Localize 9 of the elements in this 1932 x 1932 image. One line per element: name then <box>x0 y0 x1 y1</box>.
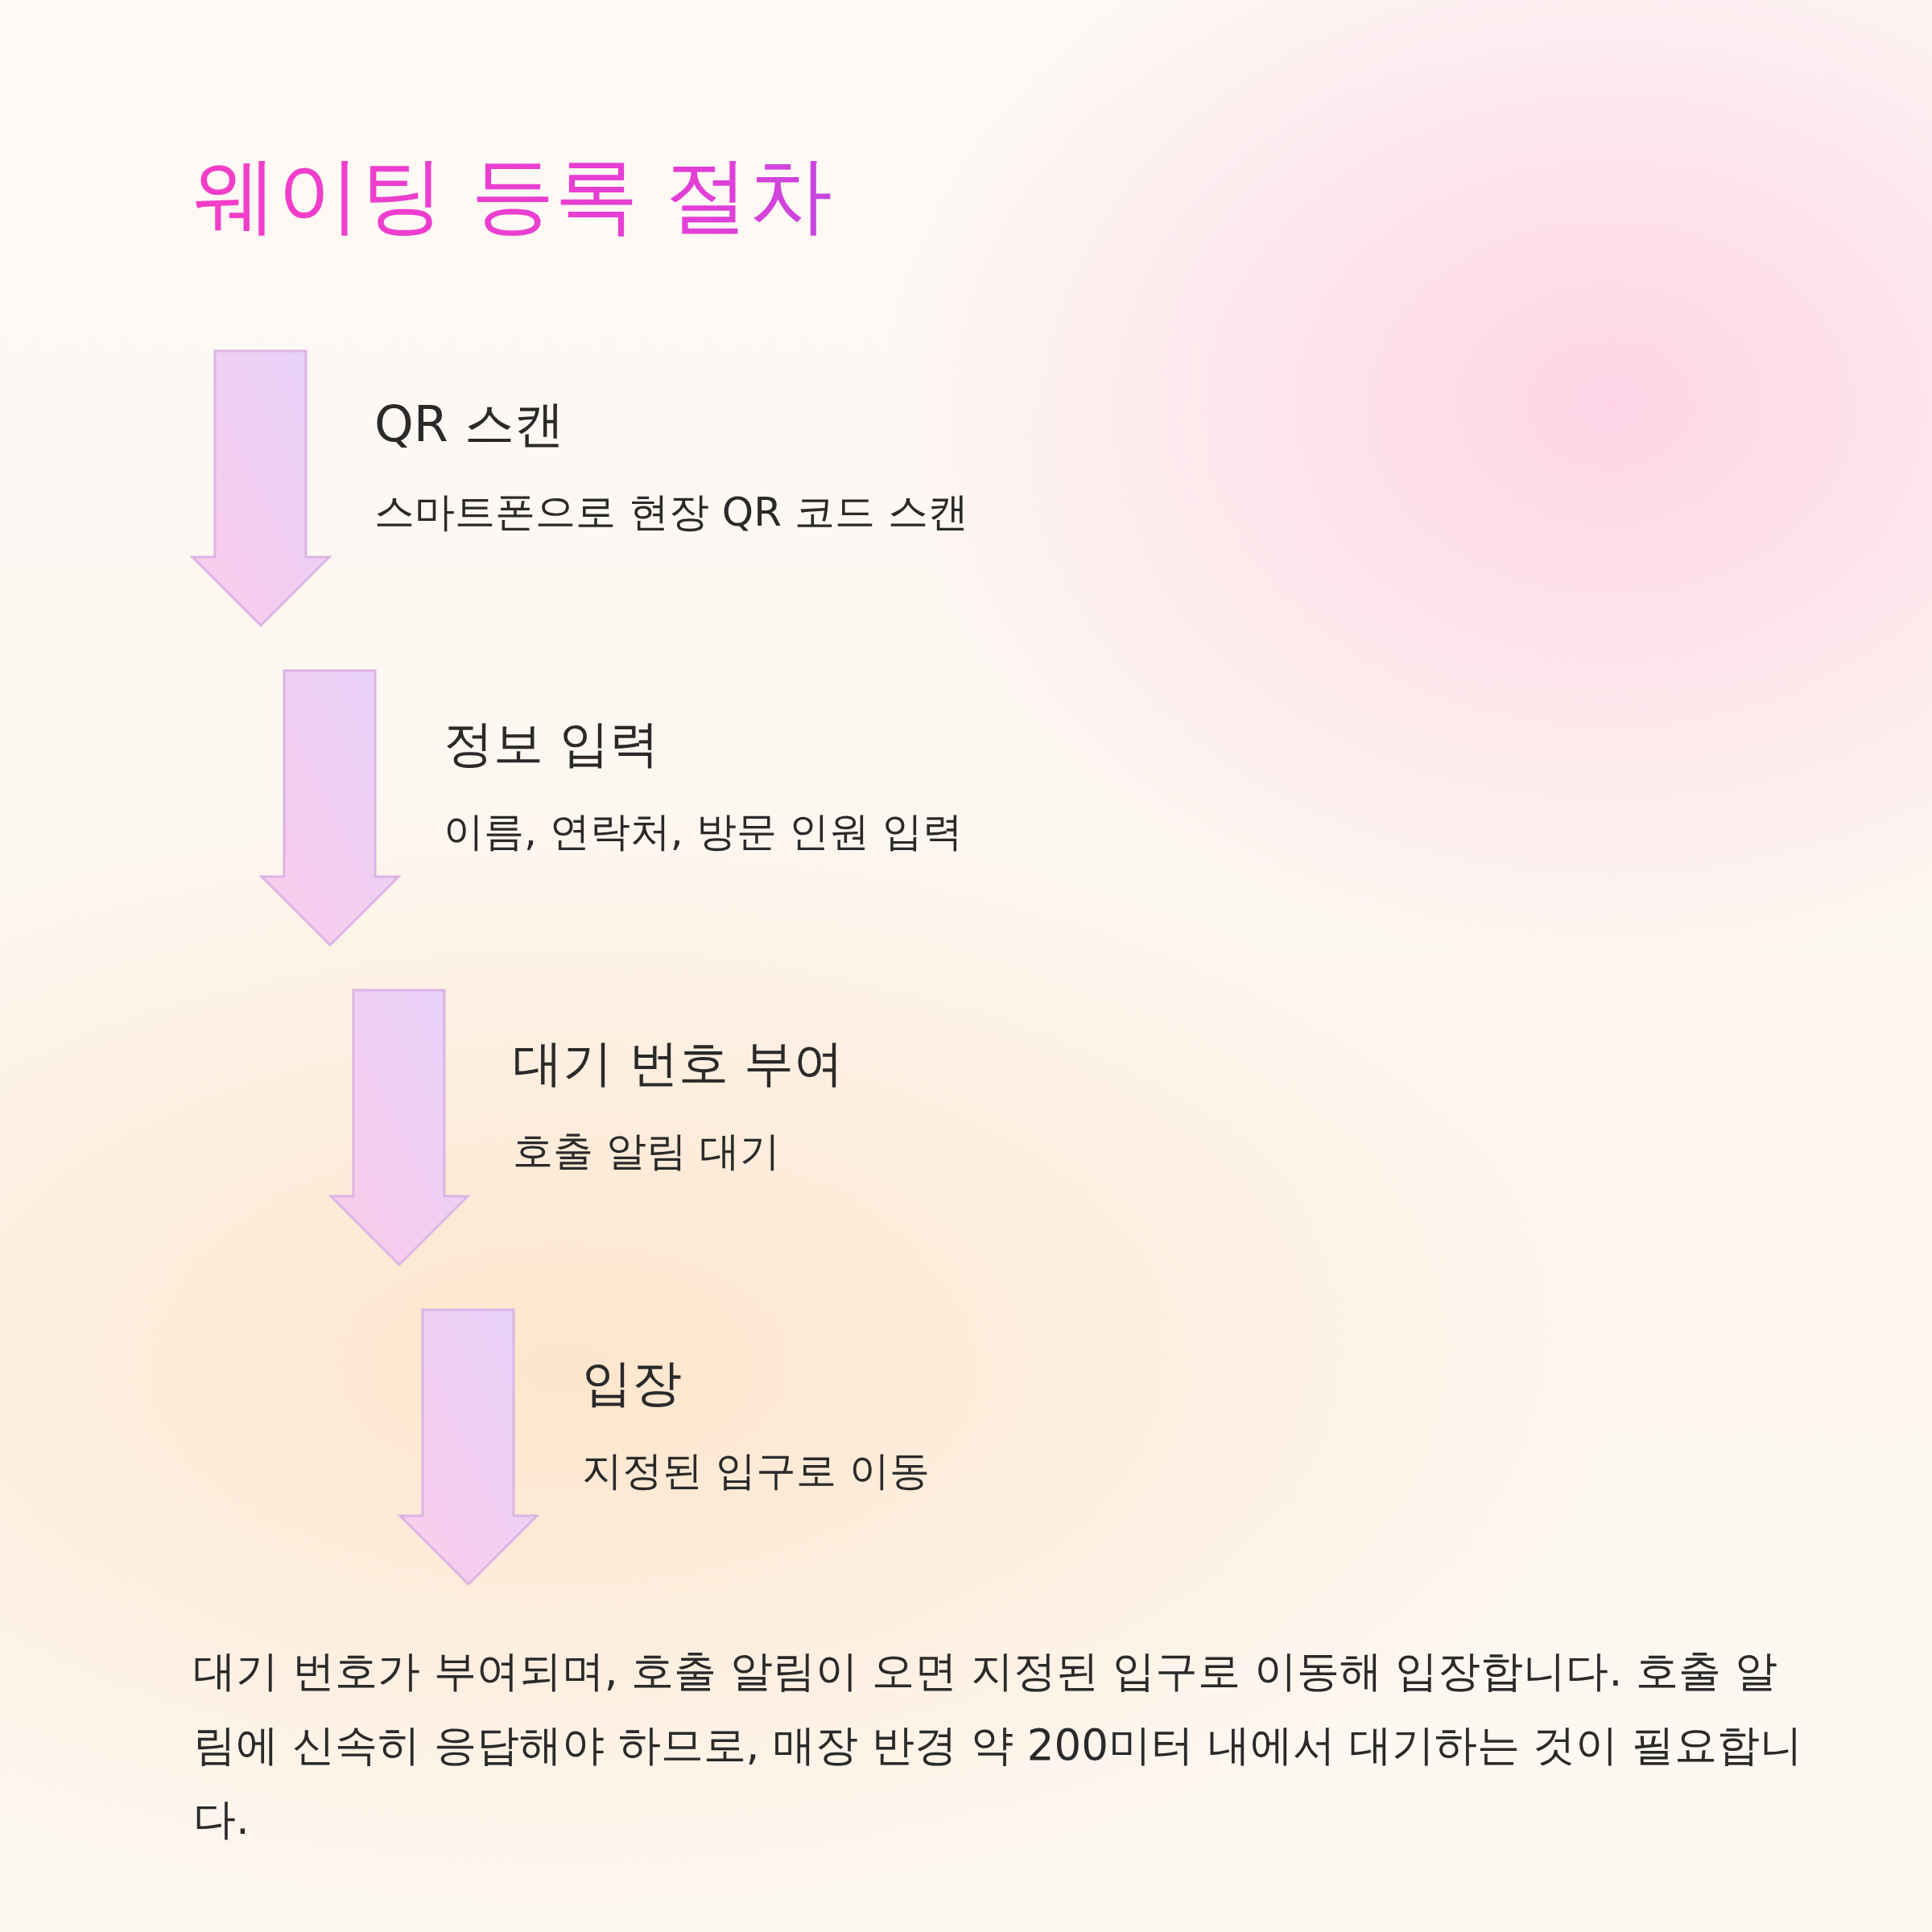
step-heading: 정보 입력 <box>444 714 659 774</box>
note-text: 대기 번호가 부여되며, 호출 알림이 오면 지정된 입구로 이동해 입장합니다. 호출 알림에 신속히 응답해야 하므로, 매장 반경 약 200미터 내에서 대기하는 것이 필요합니다. <box>193 1645 1803 1845</box>
step-heading: 대기 번호 부여 <box>513 1034 844 1094</box>
step-description: 스마트폰으로 현장 QR 코드 스캔 <box>374 488 968 536</box>
step-description: 호출 알림 대기 <box>513 1127 780 1175</box>
step-heading: 입장 <box>582 1353 682 1414</box>
step-description: 이름, 연락처, 방문 인원 입력 <box>444 807 964 856</box>
step-description: 지정된 입구로 이동 <box>582 1447 930 1495</box>
step-heading: QR 스캔 <box>374 394 564 455</box>
